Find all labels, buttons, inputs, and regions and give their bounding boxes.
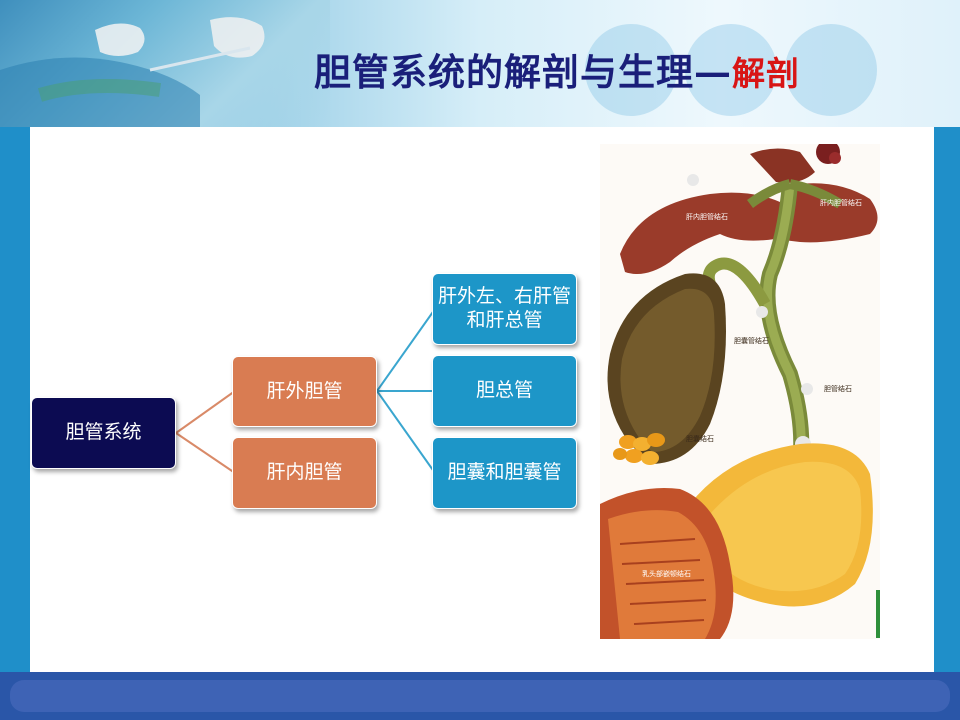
title-main: 胆管系统的解剖与生理—	[314, 50, 732, 94]
label-ampulla-stone: 乳头部嵌顿结石	[642, 570, 691, 578]
label-bile-duct-stone: 胆管结石	[824, 385, 852, 393]
node-extrahepatic-duct: 肝外胆管	[232, 356, 377, 427]
footer-band	[10, 680, 950, 712]
node-hepatic-ducts: 肝外左、右肝管和肝总管	[432, 273, 577, 345]
node-gallbladder-ducts: 胆囊和胆囊管	[432, 437, 577, 509]
label-gallbladder-stone: 胆囊结石	[686, 435, 714, 443]
label-intrahepatic-stone-left: 肝内胆管结石	[686, 213, 728, 221]
biliary-anatomy-illustration: 肝内胆管结石 肝内胆管结石 胆囊管结石 胆管结石 胆囊结石 乳头部嵌顿结石	[600, 144, 880, 639]
label-cystic-duct-stone: 胆囊管结石	[734, 337, 769, 345]
anatomy-drawing	[600, 144, 878, 639]
node-biliary-system-label: 胆管系统	[65, 421, 142, 444]
node-gallbladder-ducts-label: 胆囊和胆囊管	[447, 461, 562, 484]
node-common-bile-duct: 胆总管	[432, 355, 577, 427]
node-biliary-system: 胆管系统	[31, 397, 176, 469]
node-extrahepatic-duct-label: 肝外胆管	[266, 379, 343, 402]
node-intrahepatic-duct: 肝内胆管	[232, 437, 377, 509]
title-accent: 解剖	[732, 54, 800, 93]
node-intrahepatic-duct-label: 肝内胆管	[266, 461, 343, 484]
page-title: 胆管系统的解剖与生理—解剖	[314, 42, 800, 96]
node-common-bile-duct-label: 胆总管	[475, 379, 533, 402]
surgery-photo	[0, 0, 330, 127]
header-banner: 胆管系统的解剖与生理—解剖	[0, 0, 960, 127]
label-intrahepatic-stone-right: 肝内胆管结石	[820, 199, 862, 207]
illustration-edge-mark	[876, 590, 880, 638]
node-hepatic-ducts-label: 肝外左、右肝管和肝总管	[437, 285, 571, 331]
